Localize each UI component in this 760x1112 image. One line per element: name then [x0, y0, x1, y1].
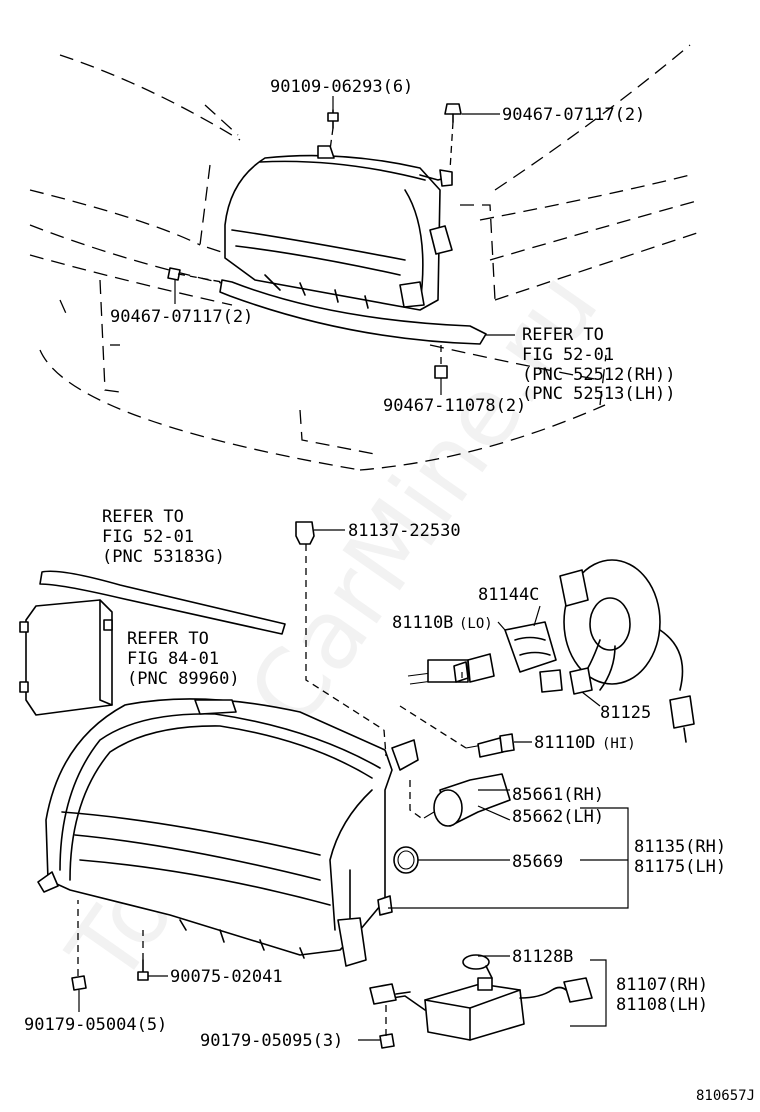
label-fig-52-01-b: FIG 52-01 — [102, 527, 194, 547]
clip-90467-top-icon — [444, 103, 462, 123]
label-refer-to-2: REFER TO — [102, 507, 184, 527]
label-90179-05004: 90179-05004(5) — [24, 1015, 167, 1035]
label-refer-to-1: REFER TO — [522, 325, 604, 345]
label-90109: 90109-06293(6) — [270, 77, 413, 97]
headlamp-housing-main — [37, 698, 419, 967]
leveling-motor-icon — [423, 773, 511, 827]
label-81107: 81107(RH) — [616, 975, 708, 995]
label-81110b: 81110B — [392, 613, 453, 633]
control-module-89960 — [19, 599, 113, 716]
clip-90467-left-icon — [167, 267, 181, 281]
label-81144c: 81144C — [478, 585, 539, 605]
leaders-top — [174, 96, 515, 395]
label-85669: 85669 — [512, 852, 563, 872]
bolt-90109-icon — [327, 109, 339, 129]
molding-strip-53183g — [39, 570, 286, 635]
bulb-81110b-icon — [407, 653, 495, 685]
clip-90467-11078-icon — [434, 365, 448, 379]
clip-81137-icon — [295, 521, 315, 545]
label-81110d: 81110D — [534, 733, 595, 753]
label-fig-84-01: FIG 84-01 — [127, 649, 219, 669]
label-81128b: 81128B — [512, 947, 573, 967]
socket-81144c-icon — [504, 621, 557, 673]
labels-top: 90109-06293(6) 90467-07117(2) 90467-0711… — [110, 77, 676, 416]
label-90467-top: 90467-07117(2) — [502, 105, 645, 125]
figure-code: 810657J — [696, 1088, 755, 1104]
ballast-81107-icon — [369, 954, 593, 1041]
label-81108: 81108(LH) — [616, 995, 708, 1015]
label-90179-05095: 90179-05095(3) — [200, 1031, 343, 1051]
headlamp-unit-top — [224, 145, 453, 311]
label-pnc-52513: (PNC 52513(LH)) — [522, 384, 676, 404]
label-81125: 81125 — [600, 703, 651, 723]
label-85661: 85661(RH) — [512, 785, 604, 805]
vehicle-body-outline — [29, 44, 701, 471]
label-pnc-53183g: (PNC 53183G) — [102, 547, 225, 567]
molding-strip-top — [219, 279, 487, 345]
cover-81125-icon — [539, 559, 695, 743]
label-90075: 90075-02041 — [170, 967, 283, 987]
label-81135: 81135(RH) — [634, 837, 726, 857]
label-90467-11078: 90467-11078(2) — [383, 396, 526, 416]
nut-90179-05004-icon — [71, 975, 87, 991]
label-85662: 85662(LH) — [512, 807, 604, 827]
label-pnc-89960: (PNC 89960) — [127, 669, 240, 689]
nut-90179-05095-icon — [379, 1033, 395, 1049]
leaders-bottom — [77, 529, 629, 1041]
label-lo: (LO) — [459, 616, 493, 632]
label-81137: 81137-22530 — [348, 521, 461, 541]
label-fig-52-01-a: FIG 52-01 — [522, 345, 614, 365]
label-pnc-52512: (PNC 52512(RH)) — [522, 365, 676, 385]
label-81175: 81175(LH) — [634, 857, 726, 877]
label-refer-to-3: REFER TO — [127, 629, 209, 649]
label-90467-left: 90467-07117(2) — [110, 307, 253, 327]
label-hi: (HI) — [602, 736, 636, 752]
labels-bottom: REFER TO FIG 52-01 (PNC 53183G) 81137-22… — [24, 507, 755, 1104]
bulb-81110d-icon — [465, 733, 515, 758]
o-ring-85669-icon — [393, 846, 419, 874]
